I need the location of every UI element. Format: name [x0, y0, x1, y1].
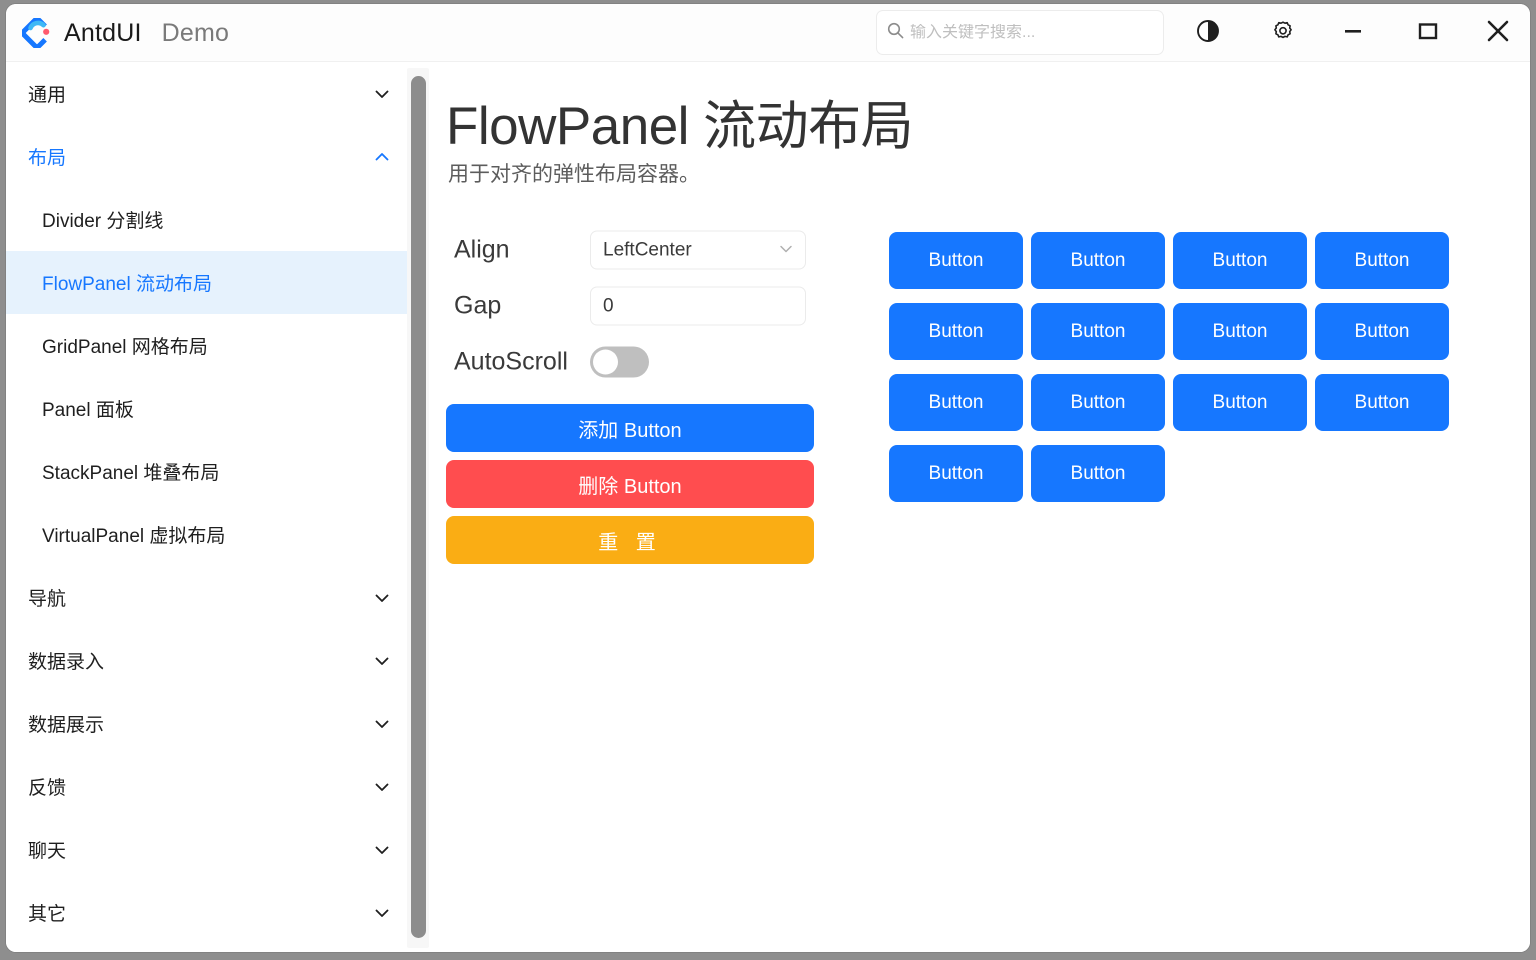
brand: AntdUI Demo: [20, 12, 230, 54]
align-select-wrap: LeftCenter: [590, 230, 806, 270]
sidebar-group-label: 其它: [28, 904, 67, 925]
sidebar-group-label: 聊天: [28, 841, 67, 862]
page-description: 用于对齐的弹性布局容器。: [448, 163, 700, 186]
search-box[interactable]: [876, 10, 1164, 55]
autoscroll-toggle-wrap: [590, 346, 649, 378]
sidebar-item-gridpanel[interactable]: GridPanel 网格布局: [42, 337, 208, 358]
toggle-knob: [593, 349, 618, 375]
sidebar-group-other[interactable]: 其它: [6, 881, 418, 944]
page-title: FlowPanel 流动布局: [446, 97, 914, 156]
antdui-logo-icon: [20, 16, 57, 50]
settings-button[interactable]: [1261, 12, 1305, 54]
chevron-down-icon: [374, 842, 390, 858]
flow-button[interactable]: Button: [1031, 374, 1165, 431]
sidebar-group-label: 布局: [28, 148, 67, 169]
sidebar-item-virtualpanel[interactable]: VirtualPanel 虚拟布局: [42, 526, 226, 547]
reset-action[interactable]: 重 置: [446, 516, 814, 564]
flow-button[interactable]: Button: [889, 445, 1023, 502]
title-bar: AntdUI Demo: [6, 4, 1530, 62]
search-icon: [887, 22, 904, 44]
flow-button[interactable]: Button: [1315, 232, 1449, 289]
sidebar-group-feedback[interactable]: 反馈: [6, 755, 418, 818]
gap-input[interactable]: [603, 295, 793, 317]
app-title: AntdUI: [64, 18, 142, 47]
delete-button-action[interactable]: 删除 Button: [446, 460, 814, 508]
flow-button[interactable]: Button: [1315, 374, 1449, 431]
maximize-square-icon: [1415, 18, 1441, 49]
sidebar-item-stackpanel[interactable]: StackPanel 堆叠布局: [42, 463, 220, 484]
autoscroll-toggle[interactable]: [590, 346, 649, 378]
sidebar-group-label: 数据展示: [28, 715, 105, 736]
app-window: AntdUI Demo: [6, 4, 1530, 952]
close-x-icon: [1484, 17, 1512, 50]
chevron-down-icon: [374, 905, 390, 921]
sidebar-item-divider[interactable]: Divider 分割线: [42, 211, 164, 232]
chevron-up-icon: [374, 149, 390, 165]
flow-button[interactable]: Button: [1031, 232, 1165, 289]
align-select[interactable]: LeftCenter: [590, 230, 806, 270]
autoscroll-row: AutoScroll: [446, 334, 818, 390]
sidebar-nav: 通用 布局 Divider 分割线 FlowPanel 流动布局 GridPan…: [6, 62, 418, 952]
align-row: Align LeftCenter: [446, 222, 818, 278]
align-label: Align: [454, 235, 510, 264]
flow-button[interactable]: Button: [889, 374, 1023, 431]
flow-button[interactable]: Button: [889, 232, 1023, 289]
app-subtitle: Demo: [161, 18, 230, 47]
demo-controls-form: Align LeftCenter Gap: [446, 222, 818, 390]
sidebar-item-flowpanel[interactable]: FlowPanel 流动布局: [6, 251, 418, 314]
sidebar-group-layout[interactable]: 布局: [6, 125, 418, 188]
sidebar-scrollbar-thumb[interactable]: [411, 76, 426, 938]
sidebar-group-data-entry[interactable]: 数据录入: [6, 629, 418, 692]
autoscroll-label: AutoScroll: [454, 347, 568, 376]
chevron-down-icon: [779, 239, 793, 261]
flow-button[interactable]: Button: [889, 303, 1023, 360]
sidebar-group-data-display[interactable]: 数据展示: [6, 692, 418, 755]
theme-toggle-button[interactable]: [1186, 12, 1230, 54]
gap-input-wrap: [590, 286, 806, 326]
minimize-icon: [1341, 19, 1365, 48]
flow-button[interactable]: Button: [1173, 303, 1307, 360]
maximize-button[interactable]: [1406, 12, 1450, 54]
flow-button[interactable]: Button: [1031, 303, 1165, 360]
half-circle-contrast-icon: [1196, 19, 1220, 48]
sidebar-group-navigation[interactable]: 导航: [6, 566, 418, 629]
gear-icon: [1271, 19, 1295, 48]
gap-label: Gap: [454, 291, 502, 320]
sidebar-group-label: 数据录入: [28, 652, 105, 673]
flow-button[interactable]: Button: [1315, 303, 1449, 360]
chevron-down-icon: [374, 590, 390, 606]
flow-button[interactable]: Button: [1173, 232, 1307, 289]
sidebar-group-general[interactable]: 通用: [6, 62, 418, 125]
flow-button[interactable]: Button: [1173, 374, 1307, 431]
search-input[interactable]: [910, 23, 1153, 42]
sidebar-group-chat[interactable]: 聊天: [6, 818, 418, 881]
add-button-action[interactable]: 添加 Button: [446, 404, 814, 452]
close-button[interactable]: [1476, 12, 1520, 54]
align-select-value: LeftCenter: [603, 239, 692, 260]
chevron-down-icon: [374, 86, 390, 102]
minimize-button[interactable]: [1331, 12, 1375, 54]
chevron-down-icon: [374, 779, 390, 795]
sidebar-item-panel[interactable]: Panel 面板: [42, 400, 134, 421]
chevron-down-icon: [374, 653, 390, 669]
sidebar-group-label: 反馈: [28, 778, 67, 799]
chevron-down-icon: [374, 716, 390, 732]
sidebar-group-label: 通用: [28, 85, 67, 106]
gap-row: Gap: [446, 278, 818, 334]
gap-input-box[interactable]: [590, 286, 806, 326]
main-content: FlowPanel 流动布局 用于对齐的弹性布局容器。 Align LeftCe…: [430, 62, 1530, 952]
sidebar-group-label: 导航: [28, 589, 67, 610]
flow-button[interactable]: Button: [1031, 445, 1165, 502]
